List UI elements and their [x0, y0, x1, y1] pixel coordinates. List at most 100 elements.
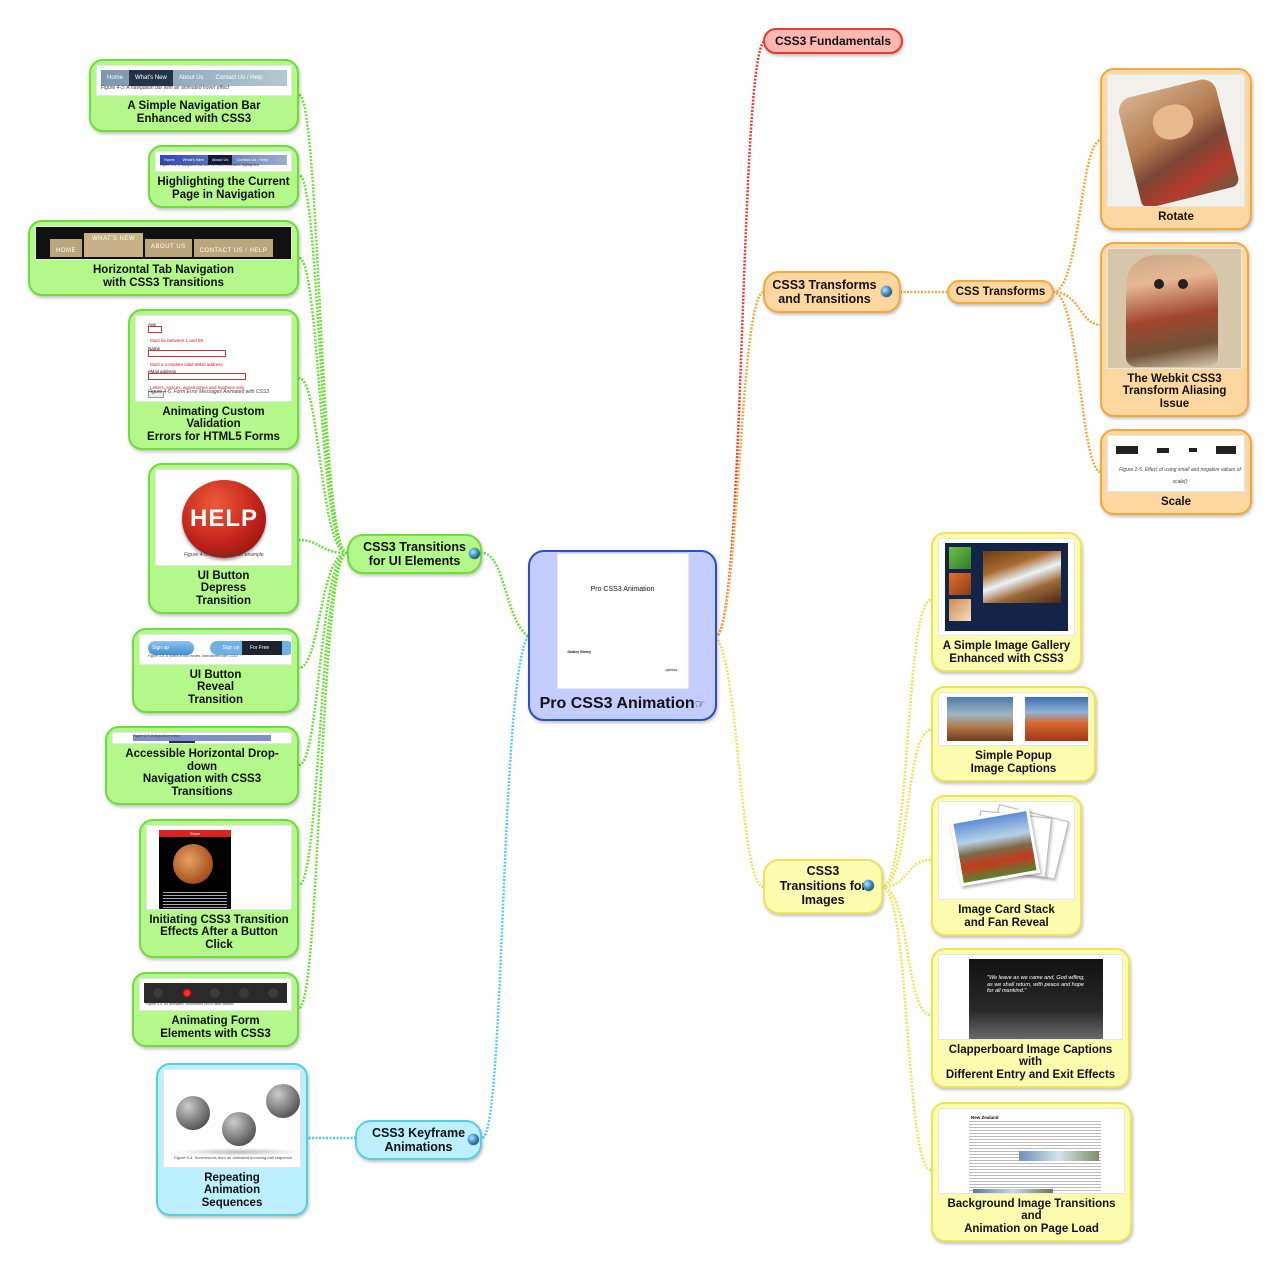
signup-text-1: Sign up: [152, 644, 169, 651]
branch-ui-elements[interactable]: CSS3 Transitions for UI Elements: [347, 534, 482, 574]
gallery-main-image: [983, 551, 1061, 603]
item-popup-captions[interactable]: Simple Popup Image Captions: [931, 686, 1096, 782]
branch-transforms[interactable]: CSS3 Transforms and Transitions: [763, 271, 901, 313]
item-validation-errors-label: Animating Custom Validation Errors for H…: [147, 405, 280, 443]
branch-images-label: CSS3 Transitions for Images: [779, 864, 867, 908]
form-error-1: Must be between 1 and 99: [150, 338, 204, 343]
branch-images-row: CSS3 Transitions for Images: [779, 864, 875, 908]
item-dropdown-navigation-label: Accessible Horizontal Drop-down Navigati…: [125, 748, 279, 798]
share-text: Share: [189, 831, 201, 836]
ball-shadow: [174, 1148, 300, 1156]
form-error-2: Must a complete valid eMail address: [150, 362, 223, 367]
gallery-thumb-3: [949, 599, 971, 621]
book-cover-author: Dudley Storey: [567, 650, 592, 654]
mars-planet: [173, 844, 213, 884]
navbar-home: Home: [107, 74, 124, 81]
radio-4: [239, 988, 250, 998]
radio-5: [267, 988, 278, 998]
card-stack-thumbnail: [938, 801, 1075, 900]
help-button-thumbnail: HELP Figure 4-5. A typical button exampl…: [155, 469, 292, 566]
item-horizontal-tabs[interactable]: HOME WHAT'S NEW ABOUT US CONTACT US / HE…: [28, 220, 299, 296]
book-cover-title: Pro CSS3 Animation: [590, 586, 655, 593]
item-background-transitions-label: Background Image Transitions and Animati…: [947, 1197, 1116, 1235]
hand-pointer-icon: ☞: [694, 697, 706, 711]
item-button-depress-label: UI Button Depress Transition: [196, 569, 251, 607]
globe-icon: [863, 880, 875, 892]
item-rotate[interactable]: Rotate: [1100, 68, 1252, 230]
form-email-input: [148, 373, 246, 380]
item-webkit-aliasing[interactable]: The Webkit CSS3 Transform Aliasing Issue: [1100, 242, 1249, 417]
ball-3: [266, 1084, 300, 1118]
item-dropdown-navigation[interactable]: Figure 4-7. A drop-down menu Accessible …: [105, 726, 299, 805]
branch-ui-label: CSS3 Transitions for UI Elements: [363, 539, 466, 568]
item-rotate-label: Rotate: [1158, 210, 1194, 223]
book-cover: Pro CSS3 Animation Dudley Storey apress: [556, 553, 689, 689]
branch-images[interactable]: CSS3 Transitions for Images: [763, 859, 883, 914]
item-card-stack[interactable]: Image Card Stack and Fan Reveal: [931, 795, 1082, 936]
highlight-whats-new: What's New: [182, 156, 204, 162]
clapperboard-thumbnail: "We leave as we came and, God willing, a…: [938, 954, 1123, 1040]
form-age-input: [148, 326, 162, 333]
radio-thumbnail: Figure 4-9. An animated, customized set …: [139, 978, 292, 1011]
item-form-elements[interactable]: Figure 4-9. An animated, customized set …: [132, 972, 299, 1047]
radio-1: [153, 988, 164, 998]
item-button-reveal[interactable]: Sign up Sign up For Free Figure 4-6. A b…: [132, 628, 299, 713]
gallery-thumb-2: [949, 573, 971, 595]
aliasing-thumbnail: [1107, 248, 1242, 369]
bouncing-balls-thumbnail: Figure 6-4. Screenshots from an animated…: [163, 1069, 301, 1168]
background-image-strip-2: [973, 1189, 1053, 1193]
globe-icon: [468, 547, 480, 559]
branch-keyframe[interactable]: CSS3 Keyframe Animations: [355, 1120, 482, 1160]
scale-shape-4: [1215, 446, 1236, 454]
highlight-contact: Contact Us / Help: [236, 156, 268, 162]
radio-strip: [144, 983, 287, 1003]
item-highlight-current[interactable]: Home What's New About Us Contact Us / He…: [148, 145, 299, 208]
popup-thumbnail: [938, 692, 1089, 746]
validation-caption: Figure 4-6. Form Error Messages Animated…: [148, 389, 269, 395]
background-image-strip-1: [1019, 1151, 1099, 1161]
card-1: [949, 807, 1041, 887]
gallery-thumb-1: [949, 547, 971, 569]
radio-2-selected: [181, 988, 192, 998]
form-submit-button: [148, 391, 164, 398]
item-card-stack-label: Image Card Stack and Fan Reveal: [958, 904, 1055, 929]
item-image-gallery[interactable]: A Simple Image Gallery Enhanced with CSS…: [931, 532, 1082, 672]
radio-3: [210, 988, 221, 998]
help-text: HELP: [189, 504, 258, 532]
book-cover-publisher: apress: [665, 667, 678, 672]
item-scale[interactable]: Figure 2-5. Effect of using small and ne…: [1100, 429, 1252, 515]
highlight-home: Home: [164, 156, 175, 162]
scale-shapes: [1116, 444, 1236, 456]
item-repeating-animation-label: Repeating Animation Sequences: [201, 1171, 263, 1209]
background-thumbnail: New Zealand: [938, 1108, 1125, 1194]
item-background-transitions[interactable]: New Zealand Background Image Transitions…: [931, 1102, 1132, 1242]
item-validation-errors[interactable]: Age Must be between 1 and 99 Name Must a…: [128, 309, 299, 450]
tabs-strip: HOME WHAT'S NEW ABOUT US CONTACT US / HE…: [50, 233, 277, 257]
item-form-elements-label: Animating Form Elements with CSS3: [160, 1015, 271, 1040]
navbar-strip: Home What's New About Us Contact Us / He…: [101, 70, 287, 86]
subbranch-css-transforms[interactable]: CSS Transforms: [947, 280, 1054, 304]
navbar-caption: Figure 4-3. A navigation bar with an ani…: [101, 84, 230, 91]
central-topic[interactable]: Pro CSS3 Animation Dudley Storey apress …: [528, 550, 717, 721]
item-repeating-animation[interactable]: Figure 6-4. Screenshots from an animated…: [156, 1063, 308, 1216]
button-depress-caption: Figure 4-5. A typical button example: [184, 552, 264, 558]
branch-transforms-label: CSS3 Transforms and Transitions: [772, 277, 877, 306]
figurine-eye-right: [1178, 279, 1188, 289]
form-error-3: Letters, spaces, apostrophes and hyphens…: [150, 385, 245, 390]
button-reveal-caption: Figure 4-6. A button in two modes, trans…: [148, 654, 238, 658]
popup-image-2: [1025, 697, 1088, 741]
branch-transforms-row: CSS3 Transforms and Transitions: [772, 277, 892, 306]
item-button-depress[interactable]: HELP Figure 4-5. A typical button exampl…: [148, 463, 299, 614]
branch-fundamentals[interactable]: CSS3 Fundamentals: [763, 28, 903, 54]
central-title-row: Pro CSS3 Animation☞: [540, 695, 706, 713]
navbar-about: About Us: [178, 74, 204, 81]
item-image-gallery-label: A Simple Image Gallery Enhanced with CSS…: [942, 640, 1071, 665]
item-clapperboard[interactable]: "We leave as we came and, God willing, a…: [931, 948, 1130, 1088]
item-navigation-bar[interactable]: Home What's New About Us Contact Us / He…: [89, 59, 299, 132]
clapperboard-image: [969, 959, 1103, 1039]
scale-caption: Figure 2-5. Effect of using small and ne…: [1119, 466, 1241, 486]
item-highlight-current-label: Highlighting the Current Page in Navigat…: [157, 176, 290, 201]
item-button-click-transition[interactable]: Share Initiating CSS3 Transition Effects…: [139, 819, 299, 958]
rotate-thumbnail: [1107, 74, 1245, 207]
